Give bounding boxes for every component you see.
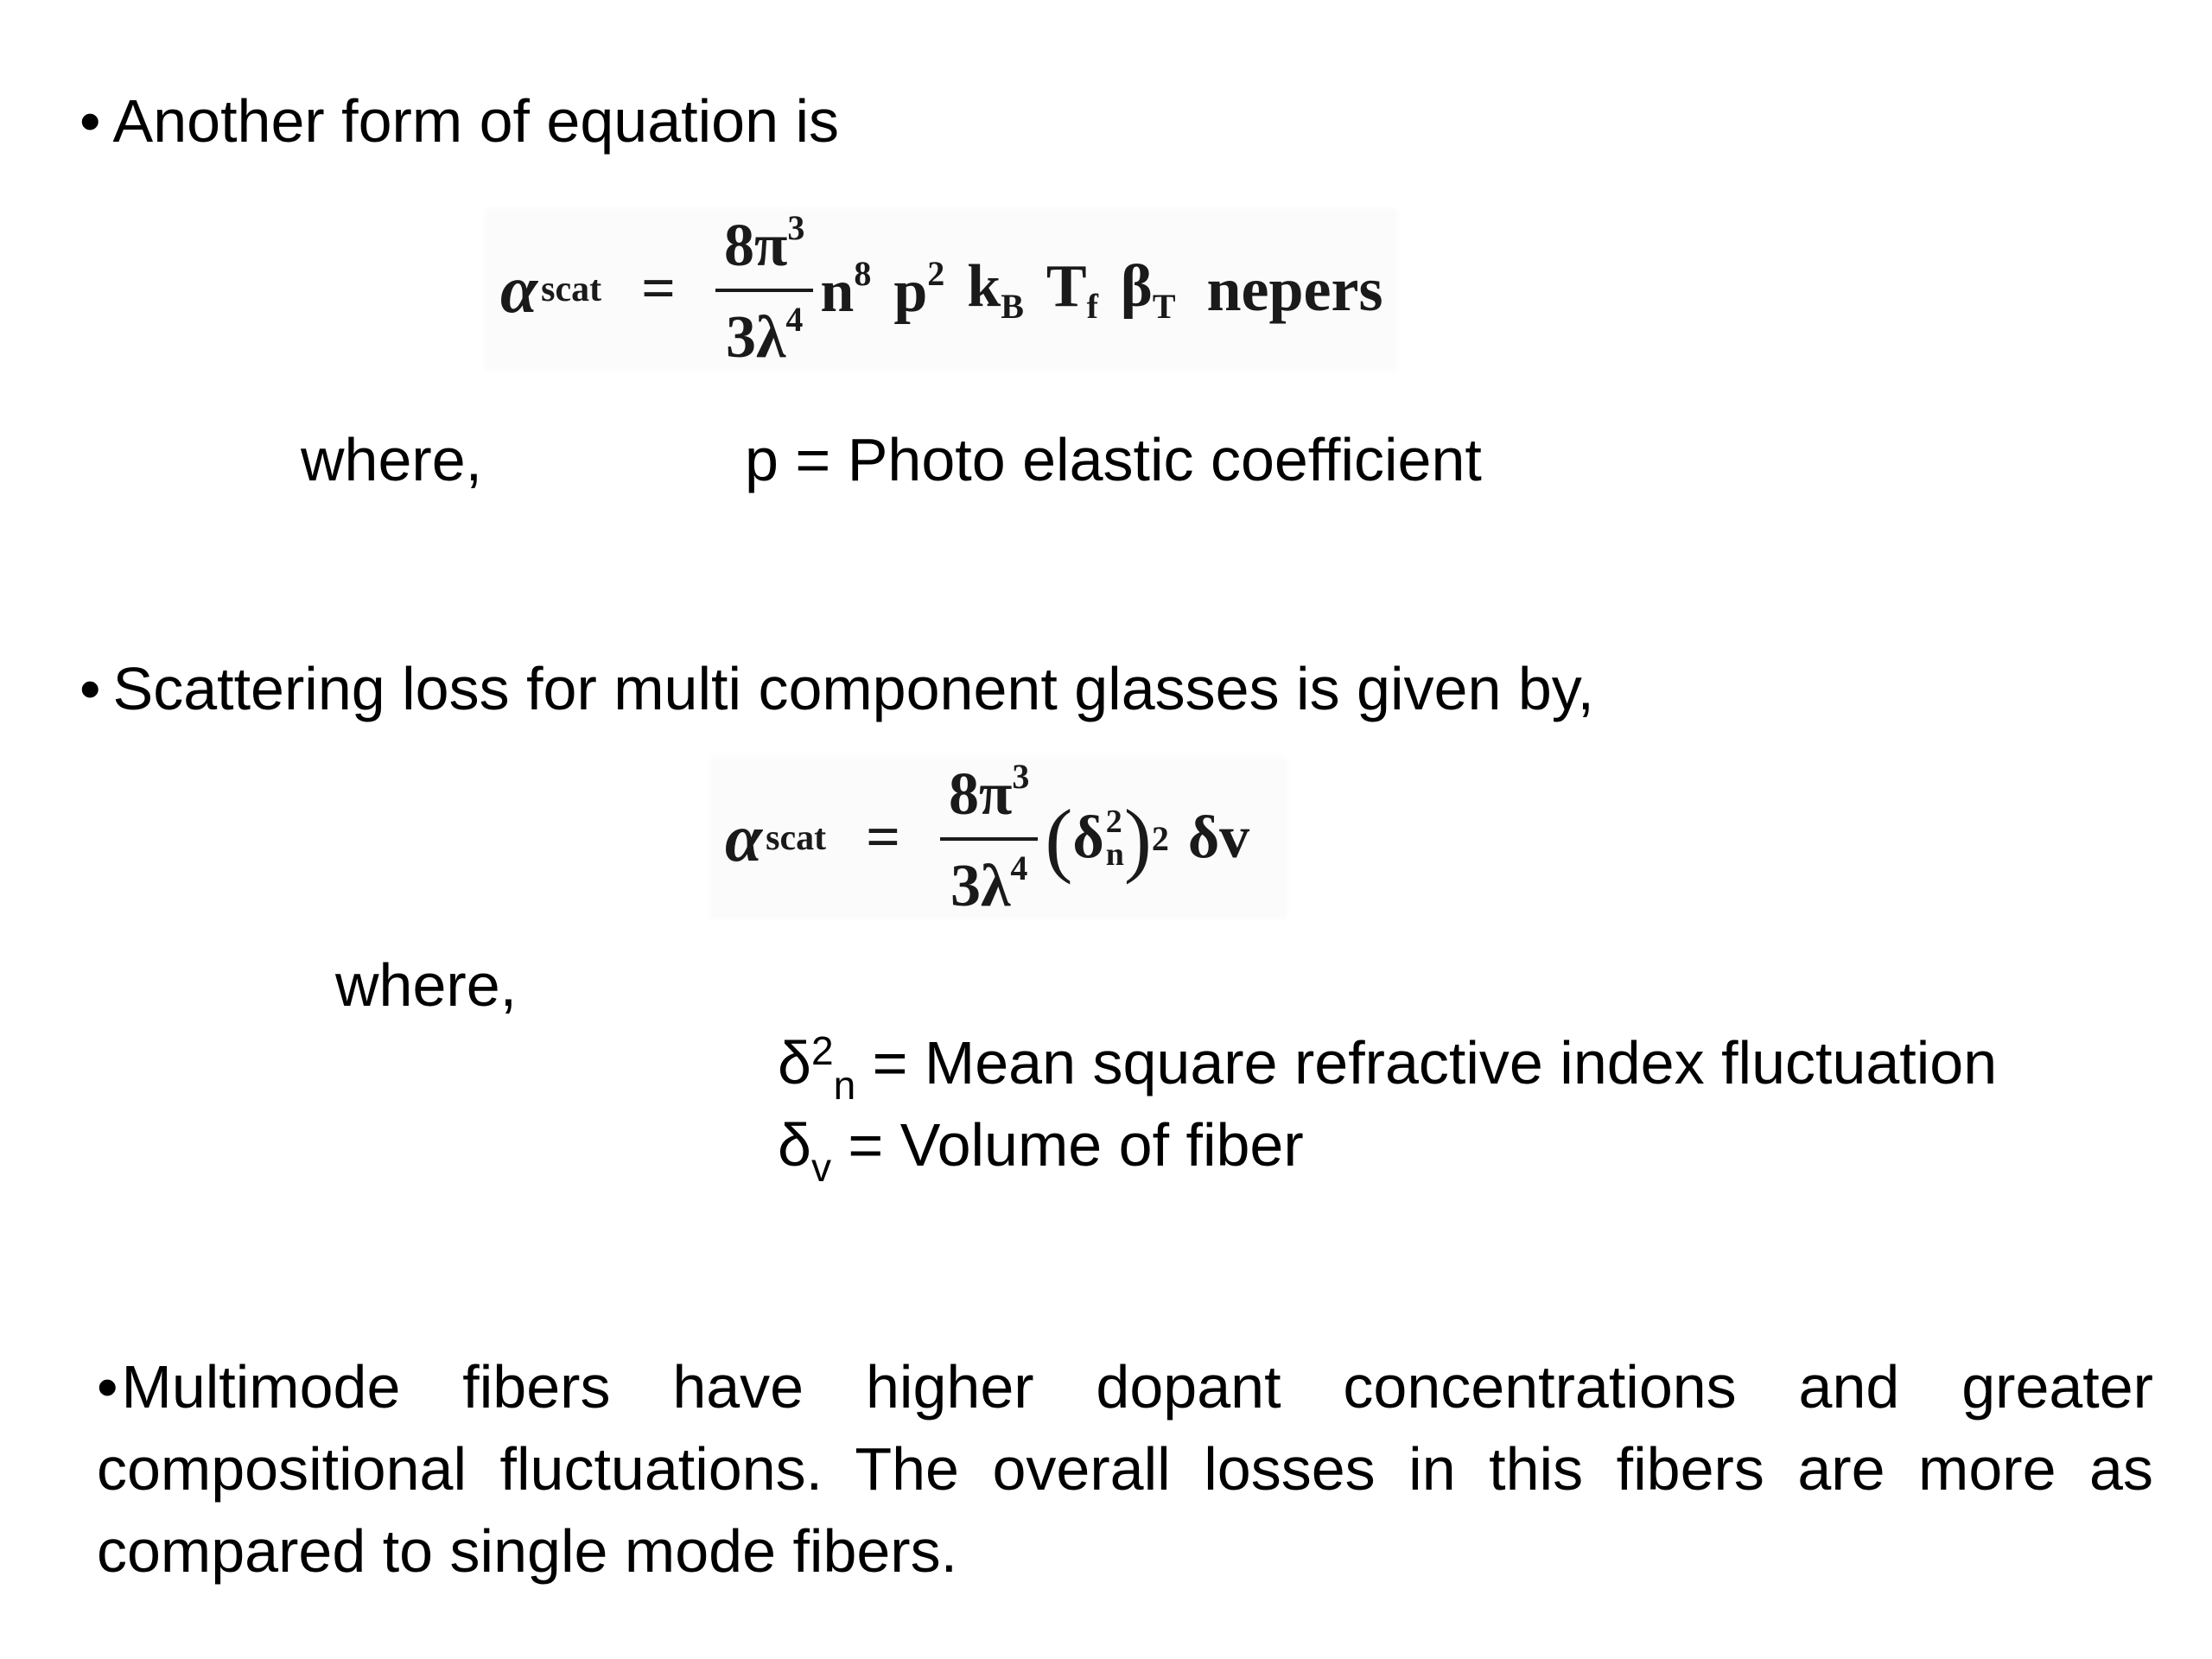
eq2-equals: = (866, 804, 901, 871)
def2-sub: v (810, 1145, 831, 1190)
def1-sup: 2 (810, 1028, 834, 1073)
eq1-n: n (820, 257, 855, 325)
eq2-num-sup: 3 (1012, 757, 1030, 796)
multimode-paragraph: •Multimode fibers have higher dopant con… (97, 1346, 2153, 1592)
bullet-text: Another form of equation is (112, 87, 839, 155)
definition-delta-v: δv = Volume of fiber (778, 1109, 1304, 1192)
eq1-numerator: 8π3 (715, 211, 813, 276)
eq1-unit: nepers (1206, 254, 1383, 324)
paragraph-text: Multimode fibers have higher dopant conc… (97, 1353, 2153, 1585)
eq2-outer-sup: 2 (1151, 818, 1169, 858)
eq2-delta-sub: n (1105, 836, 1124, 873)
bullet-another-form: •Another form of equation is (79, 85, 839, 157)
eq1-beta-sub: T (1152, 287, 1176, 326)
eq1-den-sup: 4 (785, 300, 804, 339)
eq1-p: p (893, 257, 928, 325)
eq2-den-base: 3λ (950, 853, 1011, 919)
where-label-2: where, (335, 951, 518, 1019)
eq1-term-p: p2 (893, 253, 944, 327)
eq2-denominator: 3λ4 (942, 851, 1036, 917)
eq2-fraction: 8π3 3λ4 (940, 760, 1039, 917)
bullet-dot: • (79, 87, 101, 155)
eq1-num-sup: 3 (787, 208, 805, 247)
eq1-fraction: 8π3 3λ4 (715, 211, 814, 368)
eq1-t: T (1046, 253, 1087, 320)
eq2-num-base: 8π (949, 761, 1013, 828)
eq1-denominator: 3λ4 (717, 302, 811, 368)
def1-sub: n (833, 1063, 856, 1108)
eq1-beta: β (1120, 253, 1153, 320)
def2-text: = Volume of fiber (830, 1111, 1304, 1179)
eq2-alpha: α (725, 800, 763, 875)
paragraph-bullet: • (97, 1353, 118, 1421)
bullet-scattering-loss: •Scattering loss for multi component gla… (79, 652, 1594, 725)
eq1-den-base: 3λ (726, 304, 786, 371)
definition-p: p = Photo elastic coefficient (745, 426, 1482, 493)
eq1-t-sub: f (1086, 287, 1098, 326)
eq1-num-base: 8π (724, 213, 788, 279)
where-label-1: where, (301, 426, 483, 493)
eq1-alpha: α (500, 251, 538, 327)
eq2-alpha-sub: scat (766, 818, 827, 858)
eq1-alpha-sub: scat (541, 270, 602, 309)
eq2-numerator: 8π3 (940, 760, 1038, 825)
eq2-den-sup: 4 (1010, 849, 1028, 887)
eq2-tail: δv (1187, 804, 1250, 871)
definition-delta-n: δ2n = Mean square refractive index fluct… (778, 1027, 1997, 1109)
eq1-term-k: kB (967, 252, 1024, 327)
eq2-delta-scripts: 2 n (1106, 805, 1124, 871)
eq1-p-sup: 2 (927, 253, 945, 293)
eq2-delta-sup: 2 (1105, 804, 1122, 840)
def2-symbol: δ (778, 1111, 811, 1179)
eq2-delta: δ (1072, 804, 1104, 871)
eq1-term-beta: βT (1121, 252, 1176, 327)
def1-text: = Mean square refractive index fluctuati… (855, 1029, 1998, 1096)
bullet-dot: • (79, 655, 101, 722)
eq1-fraction-bar (715, 289, 814, 292)
eq1-term-n: n8 (820, 253, 871, 327)
eq1-equals: = (641, 256, 677, 322)
eq2-delta-group: δ 2 n (1072, 804, 1123, 873)
eq2-fraction-bar (940, 837, 1039, 841)
bullet-text: Scattering loss for multi component glas… (112, 655, 1595, 722)
eq1-term-t: Tf (1046, 252, 1098, 327)
def1-symbol: δ (778, 1029, 811, 1096)
eq1-k: k (967, 253, 1001, 320)
eq2-close-paren: ) (1123, 791, 1152, 885)
eq1-n-sup: 8 (854, 253, 872, 293)
eq2-open-paren: ( (1045, 791, 1073, 885)
eq1-k-sub: B (1001, 287, 1024, 326)
